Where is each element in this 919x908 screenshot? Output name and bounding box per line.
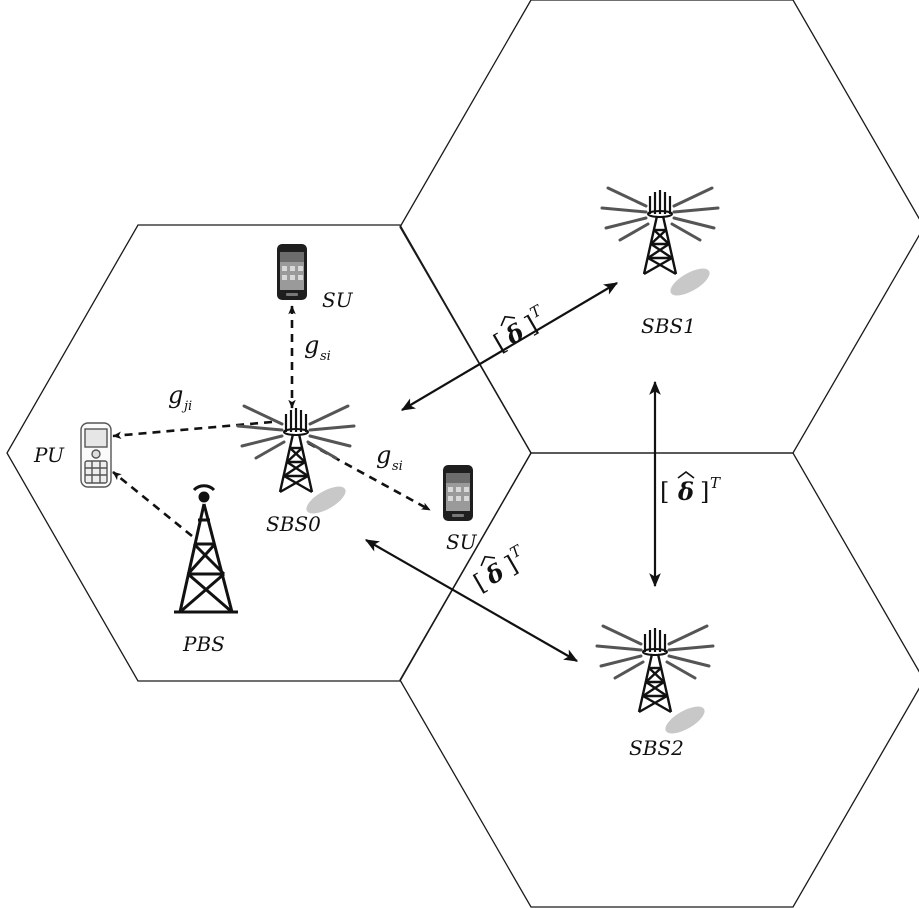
link-sbs0-pu bbox=[112, 420, 273, 440]
label-su-right: SU bbox=[446, 530, 478, 554]
svg-text:g: g bbox=[376, 441, 391, 469]
label-su-top: SU bbox=[322, 288, 354, 312]
svg-text:[: [ bbox=[660, 478, 669, 506]
label-sbs2: SBS2 bbox=[629, 736, 684, 760]
link-sbs0-sbs2 bbox=[364, 539, 579, 662]
svg-text:ji: ji bbox=[181, 399, 192, 414]
lattice-tower-icon bbox=[174, 484, 238, 614]
radio-tower-icon bbox=[595, 624, 715, 741]
label-sbs0: SBS0 bbox=[266, 512, 321, 536]
svg-text:δ: δ bbox=[677, 477, 694, 506]
svg-text:g: g bbox=[304, 331, 319, 359]
label-pu: PU bbox=[33, 443, 65, 467]
smartphone-icon bbox=[277, 244, 307, 300]
feature-phone-icon bbox=[80, 422, 112, 488]
svg-text:]: ] bbox=[700, 478, 709, 506]
cell-sbs1 bbox=[399, 0, 919, 454]
link-pbs-pu bbox=[112, 470, 193, 538]
label-g-ji: g ji bbox=[168, 381, 192, 414]
svg-text:T: T bbox=[710, 474, 721, 492]
svg-text:si: si bbox=[320, 349, 331, 364]
label-pbs: PBS bbox=[182, 632, 225, 656]
label-g-si-right: g si bbox=[376, 441, 403, 474]
link-sbs0-su-right bbox=[307, 441, 431, 512]
label-delta-sbs1-sbs2: [ δ ] T bbox=[660, 471, 721, 506]
label-g-si-top: g si bbox=[304, 331, 331, 364]
cell-sbs2 bbox=[399, 452, 919, 908]
radio-tower-icon bbox=[600, 186, 720, 303]
link-sbs0-sbs1 bbox=[400, 282, 619, 411]
label-sbs1: SBS1 bbox=[641, 314, 696, 338]
svg-text:si: si bbox=[392, 459, 403, 474]
smartphone-icon bbox=[443, 465, 473, 521]
svg-text:g: g bbox=[168, 381, 183, 409]
